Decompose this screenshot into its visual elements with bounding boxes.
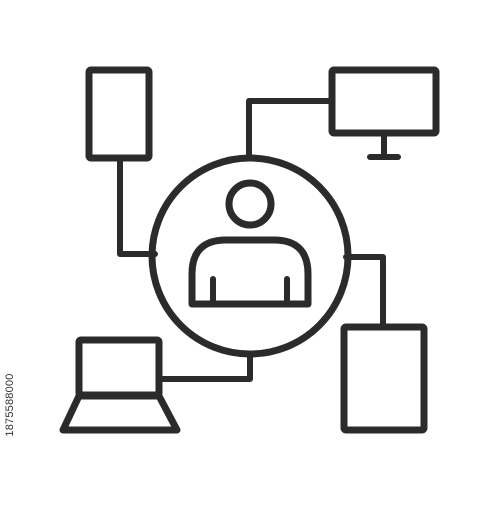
hub-circle	[148, 154, 352, 358]
connector-laptop-to-hub	[157, 351, 253, 382]
tablet-body	[85, 66, 153, 162]
stock-image-id: 1875588000	[4, 373, 16, 437]
laptop-keyboard-base	[59, 392, 181, 434]
connector-monitor-to-hub	[246, 98, 335, 161]
connector-tablet-to-hub	[117, 155, 158, 257]
laptop-icon	[59, 336, 181, 434]
tablet-icon	[85, 66, 153, 162]
monitor-icon	[328, 66, 440, 160]
right-tablet-body	[340, 323, 428, 434]
user-in-circle-icon	[148, 154, 352, 358]
user-body	[188, 236, 312, 308]
laptop-screen	[75, 336, 163, 399]
tablet-bottom-right-icon	[340, 323, 428, 434]
monitor-screen	[328, 66, 440, 137]
connector-lines	[117, 98, 386, 382]
user-head	[225, 179, 275, 229]
connector-hub-to-right-tablet	[343, 254, 386, 330]
